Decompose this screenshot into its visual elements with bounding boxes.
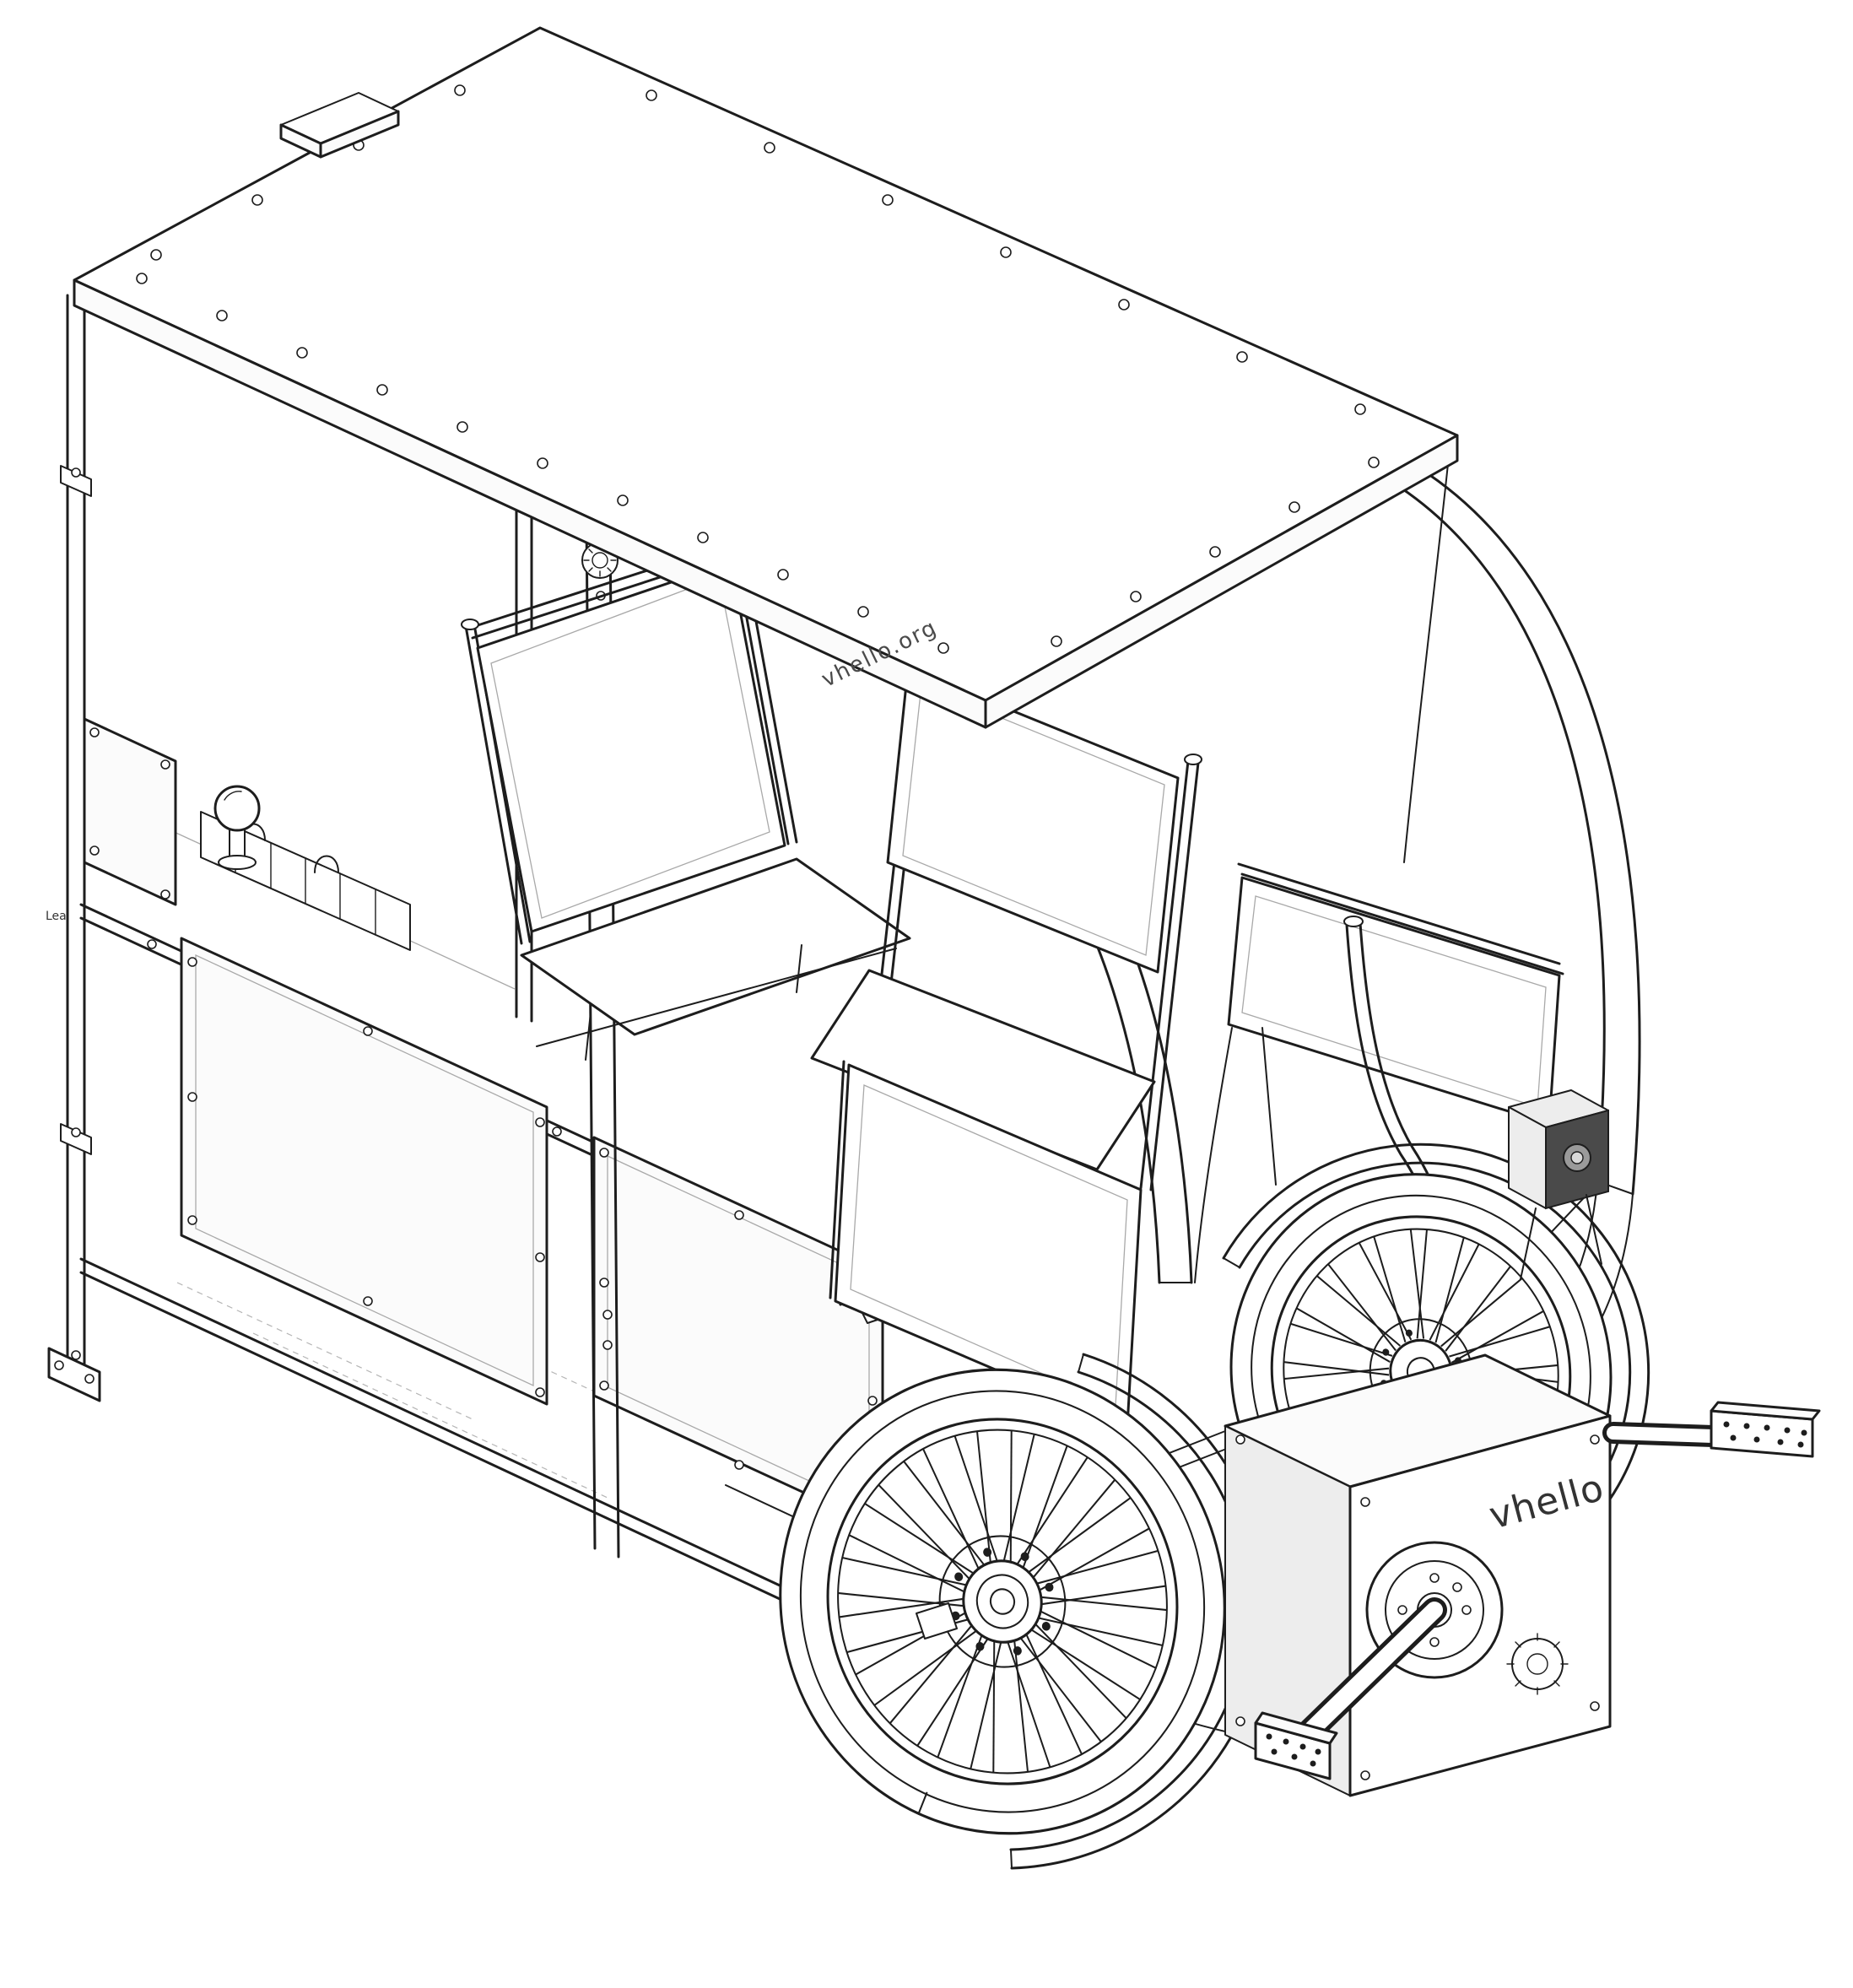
roof-canopy: vhello.org [73,26,1459,729]
battery-box [1508,1089,1609,1280]
front-seat [461,532,911,1061]
frame-marking-text: Lea [46,910,67,923]
roof-skirt-right [984,434,1459,729]
roof-sensor-box [279,92,400,159]
pedal-right [1710,1401,1821,1458]
side-panels [83,717,884,1531]
middle-seat-base [810,969,1156,1171]
crank-drive [1254,1401,1821,1780]
middle-seat-back-canvas [886,667,1180,974]
panel-front-left [83,717,177,906]
middle-seat [810,644,1202,1428]
front-wheel [779,1353,1268,1870]
front-seat-back-canvas [476,560,786,933]
panel-left-large [180,937,548,1406]
tow-hitch-ball [213,785,261,870]
drive-gear-logo-icon [1506,1633,1569,1695]
front-seat-base [520,857,911,1036]
brake-caliper [916,1602,958,1640]
rear-seat-back-canvas [1227,876,1561,1126]
pedal-left [1254,1711,1338,1780]
